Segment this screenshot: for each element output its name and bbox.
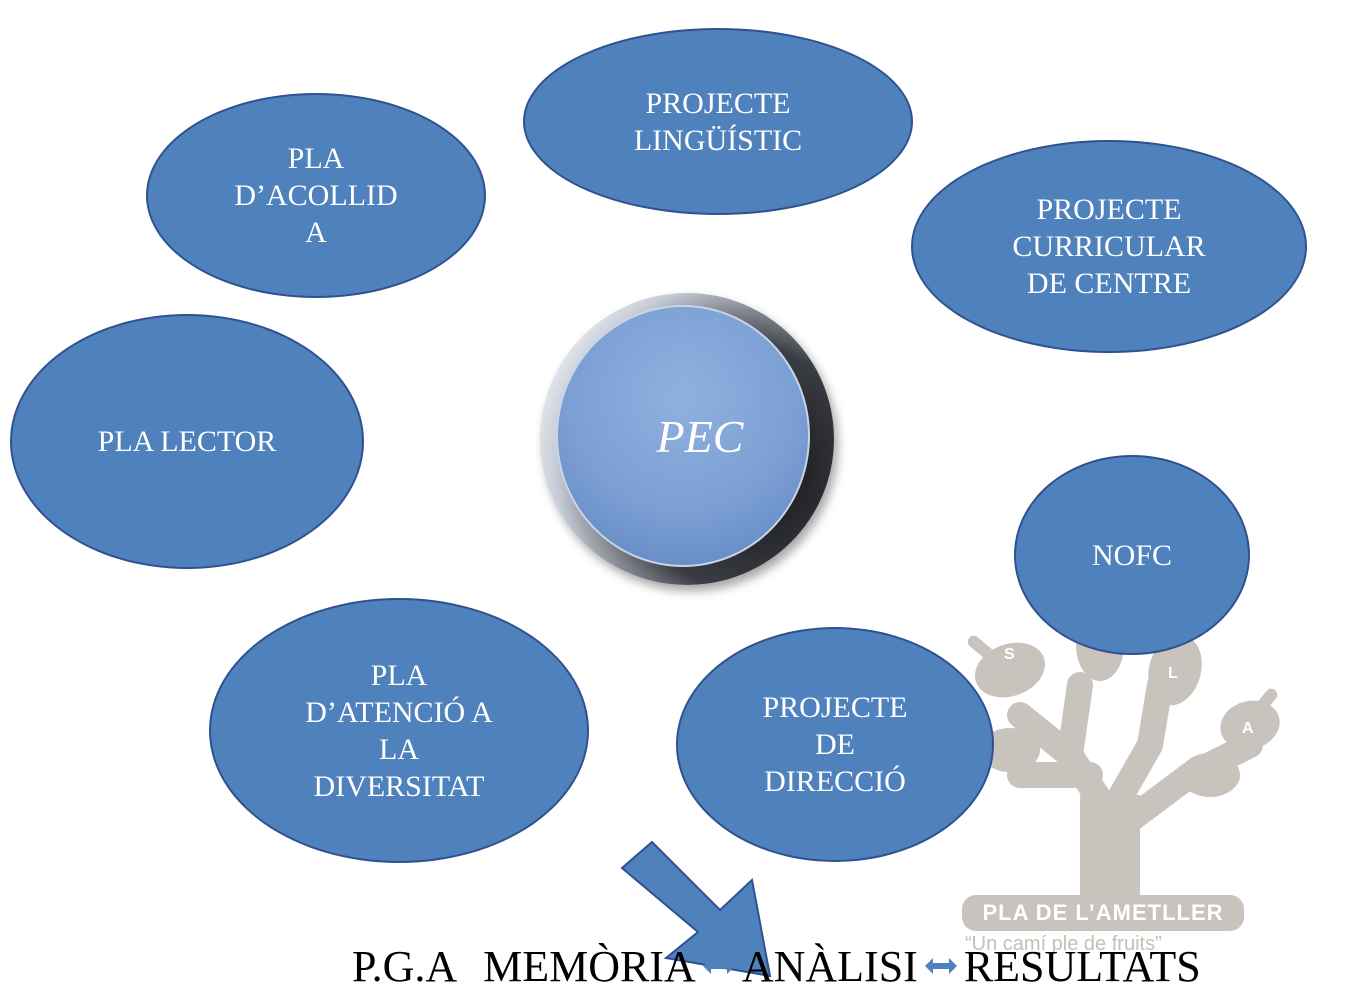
logo-name: PLA DE L’AMETLLER [962, 895, 1244, 931]
double-arrow-icon [702, 958, 735, 974]
node-projecte-linguistic: PROJECTE LINGÜÍSTIC [523, 28, 913, 215]
flow-analisi: ANÀLISI [741, 941, 918, 991]
node-label: NOFC [1091, 538, 1173, 572]
node-nofc: NOFC [1014, 455, 1250, 655]
logo-letter-a: A [1242, 720, 1254, 737]
node-label: PLA LECTOR [97, 425, 277, 458]
logo-letter-l: L [1168, 665, 1178, 682]
node-label: PLA D’ATENCIÓ A LA DIVERSITAT [305, 658, 493, 803]
logo-slogan: “Un camí ple de fruits” [965, 933, 1162, 955]
node-pla-acollida: PLA D’ACOLLID A [146, 93, 486, 298]
node-label: PROJECTE LINGÜÍSTIC [633, 86, 803, 157]
node-label: PLA D’ACOLLID A [234, 142, 398, 249]
flow-line: P.G.A MEMÒRIA ANÀLISI RESULTATS [352, 936, 1201, 996]
node-pla-diversitat: PLA D’ATENCIÓ A LA DIVERSITAT [209, 598, 589, 863]
node-pla-lector: PLA LECTOR [10, 314, 364, 569]
flow-memoria: MEMÒRIA [483, 941, 696, 991]
flow-resultats: RESULTATS [963, 941, 1201, 991]
double-arrow-icon [924, 958, 957, 974]
node-label: PROJECTE CURRICULAR DE CENTRE [1012, 193, 1206, 300]
flow-pga: P.G.A [352, 941, 458, 991]
node-projecte-direccio: PROJECTE DE DIRECCIÓ [676, 627, 994, 862]
pec-label: PEC [656, 410, 744, 462]
node-label: PROJECTE DE DIRECCIÓ [762, 691, 908, 798]
pec-center-node: PEC [556, 305, 810, 567]
node-projecte-curricular: PROJECTE CURRICULAR DE CENTRE [911, 140, 1307, 353]
logo-letter-s: S [1004, 646, 1015, 663]
down-arrow-icon [620, 840, 772, 978]
